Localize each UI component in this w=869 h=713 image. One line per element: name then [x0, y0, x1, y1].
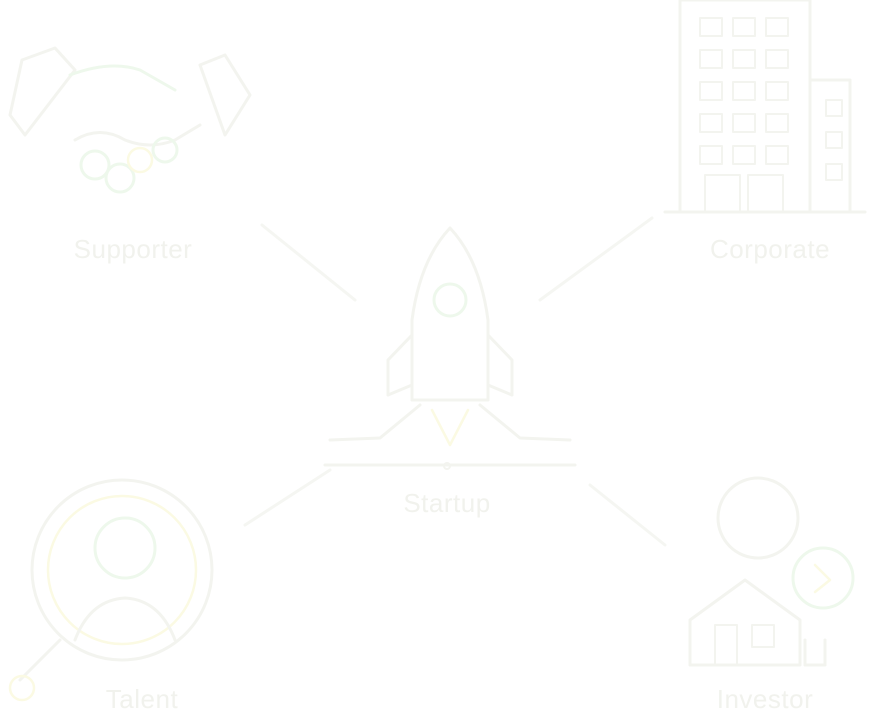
node-startup: Startup [323, 226, 577, 518]
connector-supporter [260, 223, 357, 302]
investor-house-icon [688, 476, 855, 667]
connector-talent [243, 468, 332, 527]
connectors [243, 216, 667, 547]
node-label-investor: Investor [717, 684, 814, 713]
office-building-icon [663, 0, 867, 214]
node-corporate: Corporate [663, 0, 867, 264]
magnifier-person-icon [8, 478, 214, 702]
node-label-talent: Talent [106, 684, 179, 713]
node-label-startup: Startup [403, 488, 490, 518]
handshake-icon [8, 46, 252, 194]
connector-corporate [538, 216, 654, 302]
rocket-icon [323, 226, 577, 470]
connector-investor [588, 483, 667, 547]
node-label-corporate: Corporate [710, 234, 830, 264]
node-investor: Investor [688, 476, 855, 713]
node-label-supporter: Supporter [74, 234, 193, 264]
node-talent: Talent [8, 478, 214, 713]
node-supporter: Supporter [8, 46, 252, 264]
